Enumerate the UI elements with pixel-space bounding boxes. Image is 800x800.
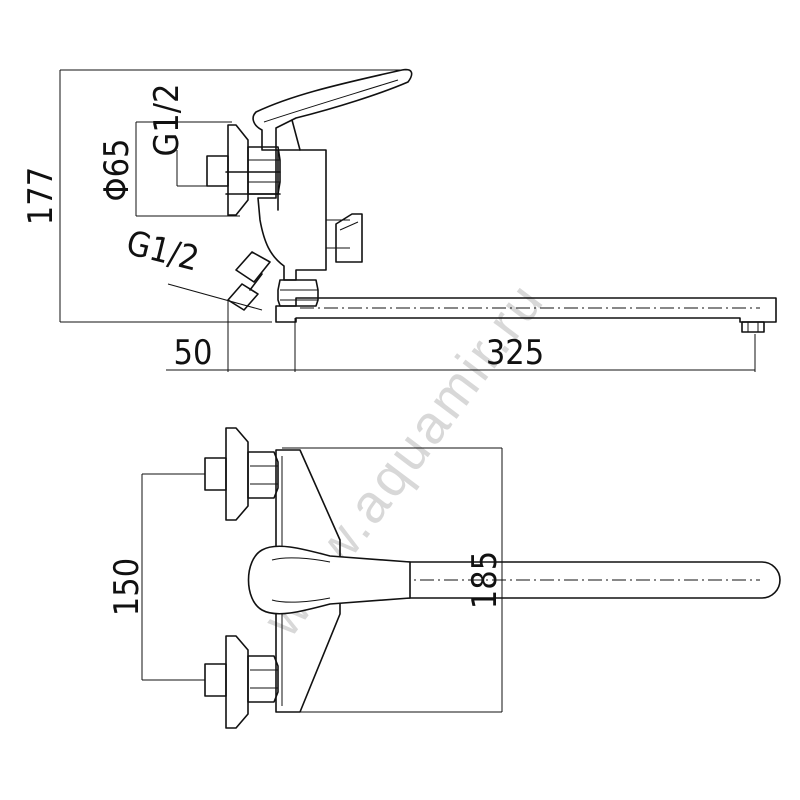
top-view: 150 185 [107,427,781,729]
spout-length-dimension-label: 325 [486,333,544,373]
bottom-thread-label: G1/2 [122,223,202,279]
offset-dimension-label: 50 [174,333,213,373]
side-view: 177 Φ65 G1/2 G1/2 [21,68,777,373]
top-thread-label: G1/2 [147,84,187,157]
diameter-dimension-label: Φ65 [97,139,137,202]
height-dimension-label: 177 [21,167,61,225]
inlet-spacing-dimension-label: 150 [107,558,147,616]
